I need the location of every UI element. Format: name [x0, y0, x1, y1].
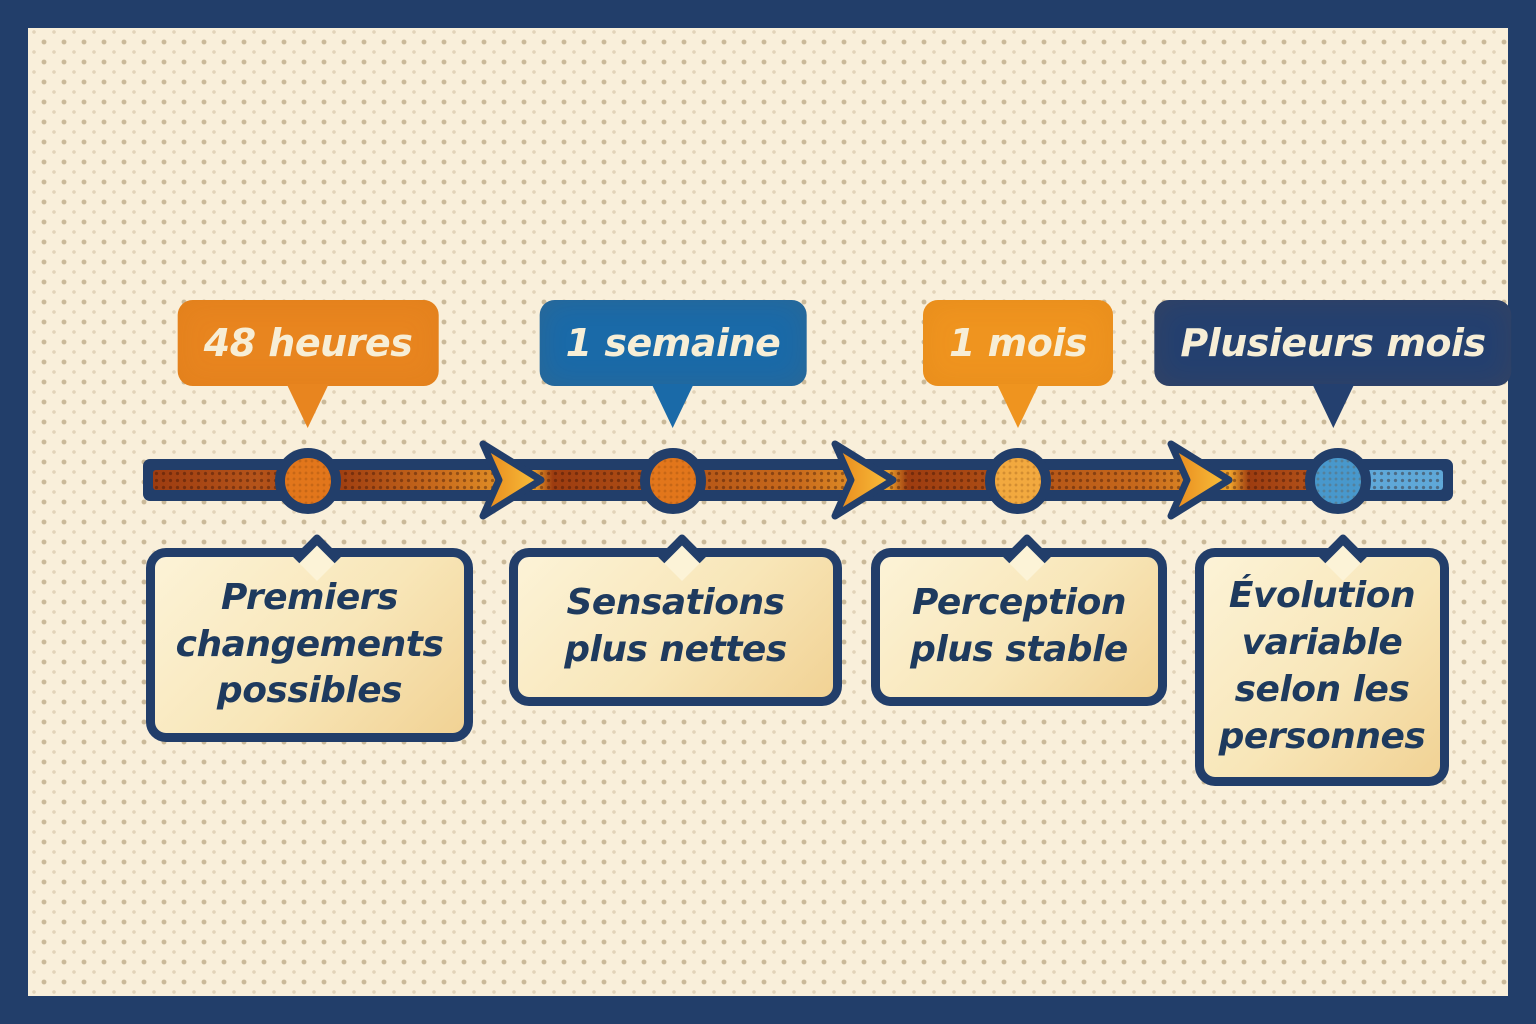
time-bubble-1-mois: 1 mois: [922, 300, 1114, 386]
arrow-right-icon: [831, 440, 897, 520]
dotted-paper-background: 48 heures 1 semaine 1 mois Plusieurs moi…: [28, 28, 1512, 996]
arrow-right-icon: [479, 440, 545, 520]
time-bubble-1-semaine: 1 semaine: [539, 300, 807, 386]
timeline-node-48h: [275, 448, 341, 514]
description-box-plusieurs-mois: Évolution variable selon les personnes: [1195, 532, 1449, 786]
description-text: Perception plus stable: [910, 582, 1128, 670]
timeline-bar: [143, 459, 1453, 501]
box-notch-icon: [657, 532, 707, 582]
timeline-bar-fill: [153, 470, 1443, 490]
description-text: Évolution variable selon les personnes: [1218, 575, 1426, 757]
time-bubble-label: 1 mois: [948, 321, 1088, 365]
timeline-node-plusieurs-mois: [1305, 448, 1371, 514]
time-bubble-48h: 48 heures: [177, 300, 439, 386]
description-box-1-semaine: Sensations plus nettes: [509, 532, 842, 706]
description-box-48h: Premiers changements possibles: [146, 532, 473, 742]
time-bubble-label: Plusieurs mois: [1180, 321, 1486, 365]
timeline-node-1-semaine: [640, 448, 706, 514]
arrow-right-icon: [1167, 440, 1233, 520]
timeline-node-1-mois: [985, 448, 1051, 514]
description-text: Premiers changements possibles: [175, 576, 444, 712]
time-bubble-label: 48 heures: [203, 321, 413, 365]
box-notch-icon: [1002, 532, 1052, 582]
description-text: Sensations plus nettes: [564, 582, 787, 670]
description-box-1-mois: Perception plus stable: [871, 532, 1167, 706]
time-bubble-plusieurs-mois: Plusieurs mois: [1154, 300, 1512, 386]
time-bubble-label: 1 semaine: [565, 321, 781, 365]
